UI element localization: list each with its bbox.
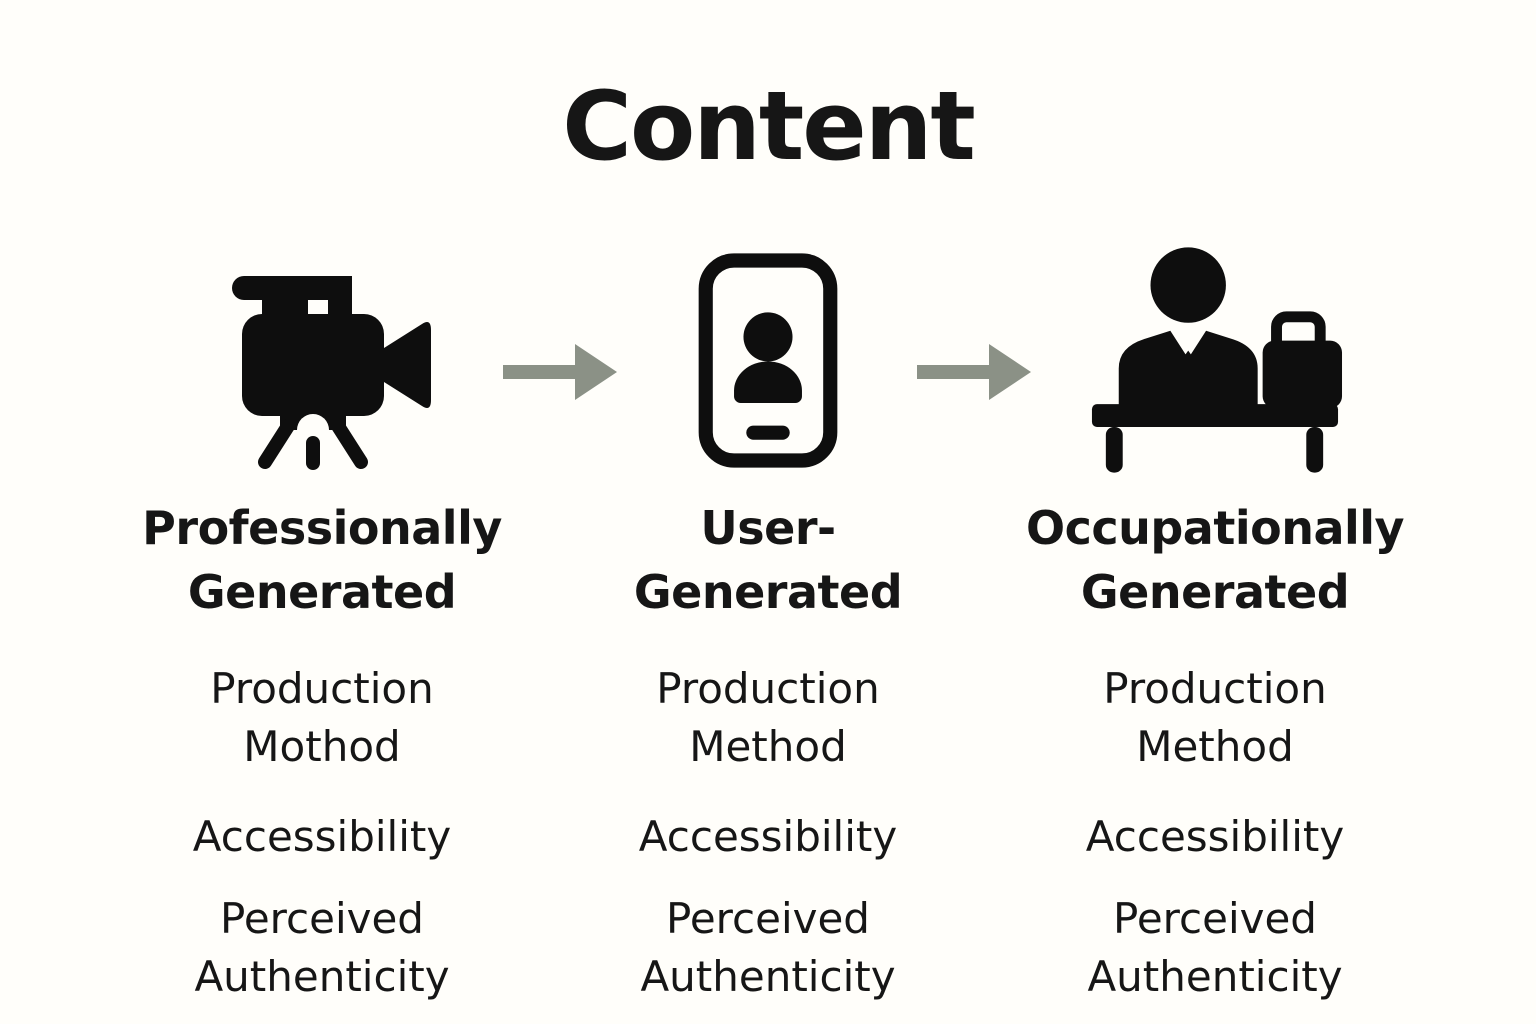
attribute-perceived-authenticity: Perceived Authenticity (194, 894, 450, 1001)
attribute-accessibility: Accessibility (192, 812, 452, 861)
icon-box-occupational (985, 245, 1445, 475)
attribute-production-method: Production Method (656, 664, 880, 771)
icon-box-user (538, 245, 998, 475)
attribute-perceived-authenticity: Perceived Authenticity (640, 894, 896, 1001)
column-occupationally-generated: Occupationally Generated Production Meth… (985, 0, 1445, 1024)
attribute-accessibility: Accessibility (1085, 812, 1345, 861)
column-user-generated: User- Generated Production Method Access… (538, 0, 998, 1024)
column-professionally-generated: Professionally Generated Production Moth… (92, 0, 552, 1024)
attribute-production-method: Production Method (1103, 664, 1327, 771)
office-worker-desk-briefcase-icon (1091, 246, 1343, 473)
attribute-accessibility: Accessibility (638, 812, 898, 861)
right-arrow-icon (917, 344, 1031, 400)
heading-user-generated: User- Generated (633, 501, 903, 620)
attribute-perceived-authenticity: Perceived Authenticity (1087, 894, 1343, 1001)
icon-box-professional (92, 245, 552, 475)
video-camera-tripod-icon (232, 276, 431, 470)
page-title: Content (562, 72, 976, 182)
heading-professionally-generated: Professionally Generated (142, 501, 502, 620)
heading-occupationally-generated: Occupationally Generated (1025, 501, 1405, 620)
attribute-production-method: Production Mothod (210, 664, 434, 771)
smartphone-person-icon (698, 252, 838, 468)
right-arrow-icon (503, 344, 617, 400)
